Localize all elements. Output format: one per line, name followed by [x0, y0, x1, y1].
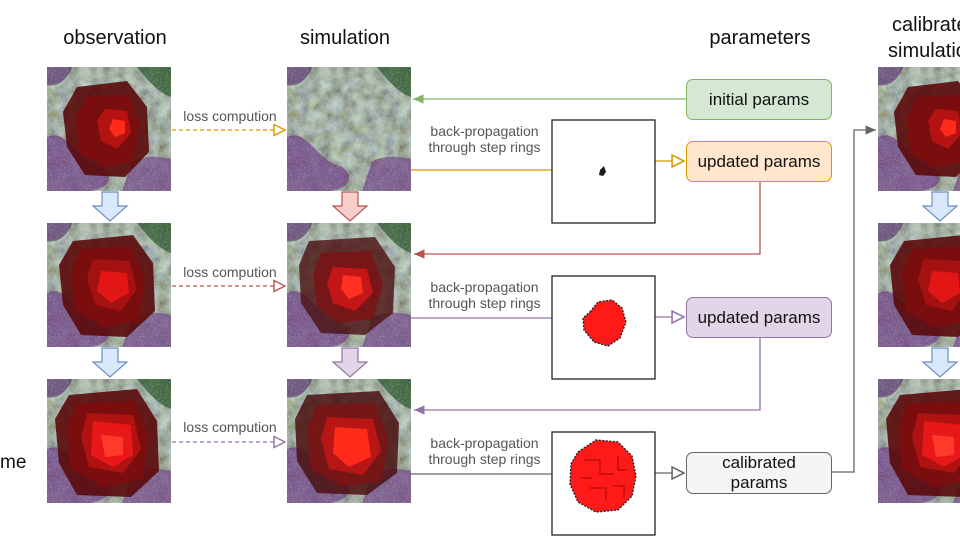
simulation-image-3 [287, 379, 411, 503]
backprop-label-3-line2: through step rings [428, 451, 541, 467]
backprop-label-2-line1: back-propagation [430, 279, 539, 295]
gradient-blob-3-texture [580, 456, 628, 500]
updated-params-feedback-1 [414, 182, 761, 259]
header-calibrated-simulation-line1: calibrated [892, 14, 960, 36]
backprop-label-2-line2: through step rings [428, 295, 541, 311]
observation-image-1 [47, 67, 171, 191]
backprop-label-3: back-propagation through step rings [412, 435, 557, 467]
updated-params-box-1: updated params [686, 141, 832, 182]
backprop-label-1: back-propagation through step rings [412, 123, 557, 155]
loss-label-2: loss compution [183, 264, 277, 280]
loss-label-1: loss compution [183, 108, 277, 124]
time-arrow-observation-1 [91, 191, 129, 222]
calibrated-params-line2: params [730, 473, 788, 492]
header-parameters: parameters [709, 27, 811, 49]
observation-image-2 [47, 223, 171, 347]
observation-image-3 [47, 379, 171, 503]
backprop-label-1-line1: back-propagation [430, 123, 539, 139]
gradient-blob-1 [599, 166, 606, 176]
calibrated-params-box: calibrated params [686, 452, 832, 494]
calibrated-simulation-image-1 [878, 67, 960, 191]
simulation-image-2 [287, 223, 411, 347]
calibrated-params-line1: calibrated [722, 453, 796, 472]
header-observation: observation [63, 27, 167, 49]
time-axis-label: me [0, 452, 27, 473]
backprop-label-3-line1: back-propagation [430, 435, 539, 451]
simulation-image-1 [287, 67, 411, 191]
time-arrow-simulation-1 [331, 191, 369, 222]
header-simulation: simulation [299, 27, 391, 49]
time-arrow-calibrated-2 [921, 347, 959, 378]
updated-params-box-2: updated params [686, 297, 832, 338]
time-arrow-simulation-2 [331, 347, 369, 378]
backprop-label-2: back-propagation through step rings [412, 279, 557, 311]
gradient-blob-3 [569, 439, 637, 513]
time-arrow-calibrated-1 [921, 191, 959, 222]
initial-params-box: initial params [686, 79, 832, 120]
time-arrow-observation-2 [91, 347, 129, 378]
loss-label-3: loss compution [183, 419, 277, 435]
calibrated-simulation-image-3 [878, 379, 960, 503]
calibrated-params-arrow [832, 125, 876, 473]
calibrated-simulation-image-2 [878, 223, 960, 347]
updated-params-feedback-2 [414, 338, 761, 415]
backprop-label-1-line2: through step rings [428, 139, 541, 155]
header-calibrated-simulation-line2: simulation [888, 40, 960, 62]
gradient-blob-2 [582, 299, 627, 347]
